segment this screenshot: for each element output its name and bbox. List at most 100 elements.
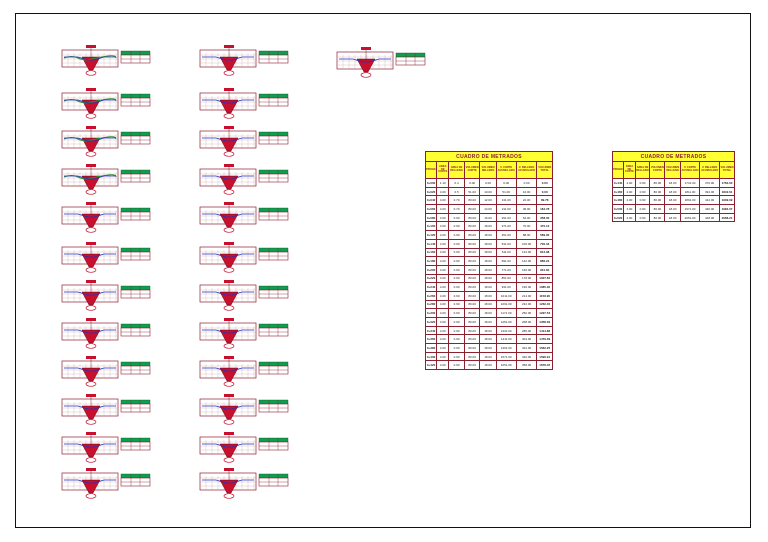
fill-area (81, 291, 101, 306)
table-cell: 80.00 (649, 212, 666, 223)
table-cell: 18.00 (479, 308, 497, 318)
cross-section-drawing (61, 280, 151, 311)
table-cell: 0.90 (448, 334, 465, 345)
grade-line (339, 58, 391, 63)
cross-section-card (196, 240, 292, 274)
table-cell: 16.00 (479, 212, 497, 223)
table-cell: 0+220 (424, 273, 438, 284)
cross-section-card (196, 200, 292, 234)
table-cell: 18.00 (479, 343, 497, 353)
table-cell: 0.90 (448, 247, 465, 258)
table-cell: 394.00 (699, 186, 720, 197)
station-oval (223, 151, 235, 157)
cross-section-card (58, 430, 154, 464)
cross-section-card (196, 162, 292, 196)
section-label-box (86, 242, 96, 245)
table-cell: 0+440 (611, 178, 625, 188)
summary-table-header (258, 207, 289, 213)
station-oval (223, 457, 235, 463)
fill-area (81, 253, 101, 268)
grade-line (202, 479, 254, 484)
table-cell: 4.00 (623, 195, 636, 206)
table-cell: 1358.09 (536, 317, 553, 327)
table-cell: 80.00 (463, 308, 481, 318)
table-cell: 1596.91 (536, 351, 553, 362)
table-cell: 700.34 (536, 238, 553, 249)
table-cell: 4.00 (436, 256, 450, 266)
cross-section-drawing (199, 394, 289, 425)
fill-area (219, 137, 239, 152)
fill-area (219, 443, 239, 458)
table-cell: 451.00 (495, 230, 517, 240)
table-cell: 80.00 (463, 264, 481, 275)
table-cell: 4.00 (436, 238, 450, 249)
table-cell: 80.00 (463, 325, 481, 336)
table-cell: 0.5 (448, 186, 465, 197)
station-oval (85, 305, 97, 311)
table-cell: 0+380 (424, 343, 438, 353)
table-cell: 12.00 (479, 195, 497, 206)
summary-table-header (120, 285, 151, 291)
table-cell: 36.00 (515, 204, 538, 214)
table-cell: 80.00 (463, 273, 481, 284)
table-cell: 304.00 (515, 334, 538, 345)
fill-area (219, 291, 239, 306)
cross-section-drawing (199, 126, 289, 157)
table-cell: 22.00 (515, 195, 538, 206)
table-cell: 1297.53 (536, 308, 553, 318)
summary-table-header (120, 131, 151, 137)
table-cell: 430.00 (699, 204, 720, 214)
table-cell: 0+100 (424, 221, 438, 232)
grade-line (64, 329, 116, 334)
section-label-box (224, 126, 234, 129)
table-cell: 1651.00 (495, 360, 517, 371)
summary-table-header (120, 361, 151, 367)
table-cell: 18.00 (479, 299, 497, 310)
table-cell: 4.00 (436, 204, 450, 214)
summary-table-header (258, 247, 289, 253)
table-cell: 4.00 (436, 299, 450, 310)
section-label-box (224, 356, 234, 359)
table-cell: 1731.00 (679, 178, 701, 188)
section-label-box (86, 164, 96, 167)
grade-line (64, 443, 116, 448)
table-cell: 0.00 (479, 178, 497, 188)
table-cell: 0+000 (424, 178, 438, 188)
cross-section-drawing (61, 242, 151, 273)
section-label-box (86, 88, 96, 91)
table-cell: 1171.00 (495, 308, 517, 318)
sheet-border (15, 13, 751, 528)
table-cell: 358.00 (536, 212, 553, 223)
fill-area (81, 329, 101, 344)
section-label-box (224, 318, 234, 321)
grade-line (202, 367, 254, 372)
section-label-box (86, 394, 96, 397)
table-cell: 0+420 (424, 360, 438, 371)
table-cell: 0+480 (611, 195, 625, 206)
table-cell: 70.00 (515, 221, 538, 232)
table-cell: 1331.00 (495, 325, 517, 336)
table-cell: 322.00 (515, 343, 538, 353)
table-cell: 0.90 (448, 282, 465, 292)
column-header: AREA DE RELLENO (634, 161, 651, 179)
table-cell: 340.00 (515, 351, 538, 362)
table-cell: 371.00 (495, 221, 517, 232)
table-cell: 18.00 (479, 264, 497, 275)
table-cell: 18.00 (664, 178, 681, 188)
cross-section-card (196, 278, 292, 312)
table-cell: 18.00 (479, 256, 497, 266)
table-cell: 0.90 (634, 195, 651, 206)
cross-section-drawing (199, 88, 289, 119)
table-cell: 286.00 (515, 325, 538, 336)
summary-table-header (258, 285, 289, 291)
section-label-box (86, 280, 96, 283)
table-cell: 0+520 (611, 212, 625, 223)
table-cell: 18.00 (664, 204, 681, 214)
station-oval (223, 305, 235, 311)
